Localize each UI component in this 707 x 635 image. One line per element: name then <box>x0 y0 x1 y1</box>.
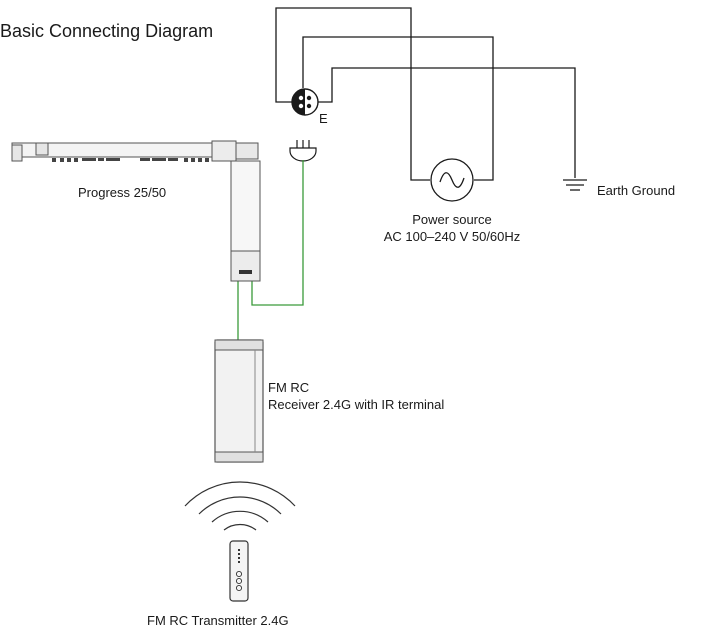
receiver-label-line2: Receiver 2.4G with IR terminal <box>268 397 445 412</box>
signal-wiring <box>237 160 304 340</box>
motor-unit <box>11 140 261 282</box>
wire-live <box>275 7 430 181</box>
earth-ground-icon <box>563 179 587 191</box>
outlet-earth-mark: E <box>319 111 328 126</box>
receiver-unit <box>214 339 264 463</box>
wall-outlet-icon <box>291 88 319 116</box>
power-source-line2: AC 100–240 V 50/60Hz <box>383 229 521 244</box>
wire-earth <box>318 67 576 178</box>
ac-source-icon <box>430 158 474 202</box>
mains-wiring <box>275 7 576 181</box>
wire-plug-to-motor <box>251 160 304 306</box>
remote-transmitter <box>229 540 249 602</box>
earth-ground-label: Earth Ground <box>597 183 676 198</box>
wireless-signal-icon <box>184 481 296 531</box>
power-plug-icon <box>289 140 317 162</box>
diagram-title: Basic Connecting Diagram <box>0 21 214 41</box>
receiver-label-line1: FM RC <box>268 380 310 395</box>
transmitter-label: FM RC Transmitter 2.4G <box>147 613 289 628</box>
power-source-line1: Power source <box>412 212 492 227</box>
wire-neutral <box>302 36 494 181</box>
motor-label: Progress 25/50 <box>78 185 167 200</box>
